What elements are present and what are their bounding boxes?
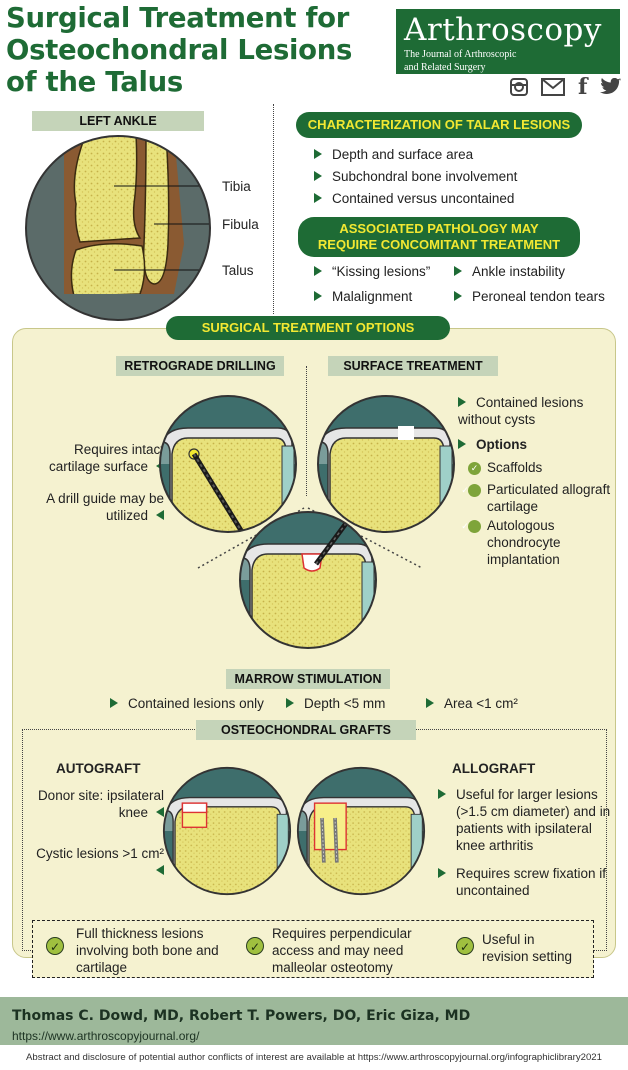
arrow-icon xyxy=(314,266,322,277)
arrow-icon xyxy=(314,291,322,302)
arrow-icon xyxy=(314,193,322,204)
associated-item: “Kissing lesions” xyxy=(314,261,430,283)
instagram-icon[interactable] xyxy=(510,78,528,98)
retrograde-heading: RETROGRADE DRILLING xyxy=(116,356,284,376)
grafts-checks-box xyxy=(32,920,594,978)
surface-option: ✓Scaffolds xyxy=(468,459,620,476)
arrow-left-icon xyxy=(156,865,164,876)
arrow-left-icon xyxy=(156,510,164,521)
check-icon: ✓ xyxy=(46,937,70,955)
arrow-icon xyxy=(454,266,462,277)
associated-item: Malalignment xyxy=(314,286,412,308)
footer-band xyxy=(0,997,628,1045)
graft-check-item: Requires perpendicular access and may ne… xyxy=(272,926,412,975)
marrow-item: Area <1 cm² xyxy=(426,695,518,712)
marrow-item: Depth <5 mm xyxy=(286,695,385,712)
characterization-list: Depth and surface area Subchondral bone … xyxy=(314,144,517,210)
arrow-icon xyxy=(314,149,322,160)
ankle-illustration xyxy=(24,134,212,322)
arrow-icon xyxy=(458,439,466,450)
arrow-icon xyxy=(438,789,446,800)
surgical-heading: SURGICAL TREATMENT OPTIONS xyxy=(166,316,450,340)
tibia-label: Tibia xyxy=(222,179,251,194)
autograft-illustration xyxy=(162,766,292,896)
associated-item: Ankle instability xyxy=(454,261,565,283)
journal-url-link[interactable]: https://www.arthroscopyjournal.org/ xyxy=(12,1029,200,1043)
check-icon: ✓ xyxy=(456,937,480,955)
retrograde-illustration xyxy=(158,394,298,534)
twitter-icon[interactable] xyxy=(600,77,622,98)
associated-heading: ASSOCIATED PATHOLOGY MAY REQUIRE CONCOMI… xyxy=(298,217,580,257)
arrow-icon xyxy=(426,698,434,709)
allograft-heading: ALLOGRAFT xyxy=(452,761,536,776)
marrow-item: Contained lesions only xyxy=(110,695,264,712)
fibula-label: Fibula xyxy=(222,217,259,232)
surface-heading: SURFACE TREATMENT xyxy=(328,356,498,376)
check-icon: ✓ xyxy=(461,483,481,497)
retrograde-item: Requires intact cartilage surface xyxy=(48,442,164,474)
facebook-icon[interactable]: f xyxy=(578,74,588,100)
journal-name: Arthroscopy xyxy=(404,12,602,48)
surface-options-label: Options xyxy=(458,436,527,453)
authors: Thomas C. Dowd, MD, Robert T. Powers, DO… xyxy=(12,1008,471,1024)
list-item: Contained versus uncontained xyxy=(314,188,517,210)
graft-check-item: Full thickness lesions involving both bo… xyxy=(76,926,219,975)
arrow-left-icon xyxy=(156,807,164,818)
surface-option: ✓Autologous chondrocyte implantation xyxy=(461,518,561,567)
allograft-illustration xyxy=(296,766,426,896)
marrow-heading: MARROW STIMULATION xyxy=(226,669,390,689)
journal-logo[interactable]: Arthroscopy The Journal of Arthroscopic … xyxy=(396,9,620,74)
disclaimer: Abstract and disclosure of potential aut… xyxy=(26,1052,602,1063)
marrow-illustration xyxy=(238,510,378,650)
arrow-icon xyxy=(454,291,462,302)
journal-subtitle-line1: The Journal of Arthroscopic xyxy=(404,49,517,60)
mail-icon[interactable] xyxy=(541,78,565,98)
surface-illustration xyxy=(316,394,456,534)
surface-lead: Contained lesions without cysts xyxy=(458,395,584,427)
check-icon: ✓ xyxy=(468,461,481,475)
check-icon: ✓ xyxy=(461,519,481,533)
autograft-item: Donor site: ipsilateral knee xyxy=(37,788,164,820)
characterization-heading: CHARACTERIZATION OF TALAR LESIONS xyxy=(296,112,582,138)
allograft-item: Useful for larger lesions (>1.5 cm diame… xyxy=(438,786,618,854)
arrow-icon xyxy=(286,698,294,709)
allograft-item: Requires screw fixation if uncontained xyxy=(438,865,618,899)
arrow-icon xyxy=(458,397,466,408)
journal-subtitle-line2: and Related Surgery xyxy=(404,62,486,73)
talus-label: Talus xyxy=(222,263,254,278)
top-divider xyxy=(273,104,274,314)
surface-option: ✓Particulated allograft cartilage xyxy=(461,482,611,514)
graft-check-item: Useful in revision setting xyxy=(482,932,573,964)
arrow-icon xyxy=(110,698,118,709)
mid-divider xyxy=(306,366,307,496)
grafts-heading: OSTEOCHONDRAL GRAFTS xyxy=(196,720,416,740)
arrow-icon xyxy=(438,868,446,879)
associated-item: Peroneal tendon tears xyxy=(454,286,605,308)
autograft-item: Cystic lesions >1 cm² xyxy=(26,845,164,879)
check-icon: ✓ xyxy=(246,937,270,955)
page-title: Surgical Treatment for Osteochondral Les… xyxy=(6,2,353,98)
autograft-heading: AUTOGRAFT xyxy=(56,761,141,776)
list-item: Depth and surface area xyxy=(314,144,517,166)
retrograde-item: A drill guide may be utilized xyxy=(46,491,164,523)
arrow-icon xyxy=(314,171,322,182)
list-item: Subchondral bone involvement xyxy=(314,166,517,188)
left-ankle-heading: LEFT ANKLE xyxy=(32,111,204,131)
